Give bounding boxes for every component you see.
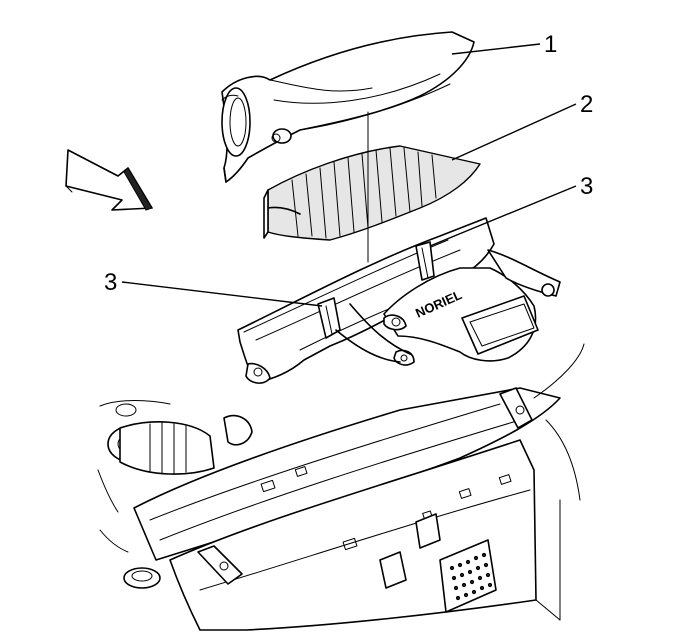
leader-line-3b bbox=[121, 281, 323, 307]
grille-mesh bbox=[439, 539, 497, 613]
air-cleaner-housing bbox=[237, 217, 495, 384]
callout-1: 1 bbox=[544, 31, 557, 58]
direction-arrow bbox=[65, 149, 153, 211]
engine-intake-area bbox=[97, 400, 253, 553]
radiator-support bbox=[123, 343, 585, 631]
air-filter-element bbox=[263, 145, 481, 241]
vent-hose bbox=[335, 329, 401, 363]
leader-line-2 bbox=[451, 103, 577, 161]
outlet-duct: NORIEL bbox=[383, 249, 561, 366]
leader-line-1 bbox=[451, 43, 541, 55]
vent-hose-2 bbox=[349, 303, 411, 355]
callout-3-lower: 3 bbox=[104, 269, 117, 296]
callout-3-upper: 3 bbox=[580, 173, 593, 200]
callout-2: 2 bbox=[580, 91, 593, 118]
air-cleaner-cover bbox=[221, 31, 475, 183]
leader-line-3a bbox=[429, 185, 577, 247]
